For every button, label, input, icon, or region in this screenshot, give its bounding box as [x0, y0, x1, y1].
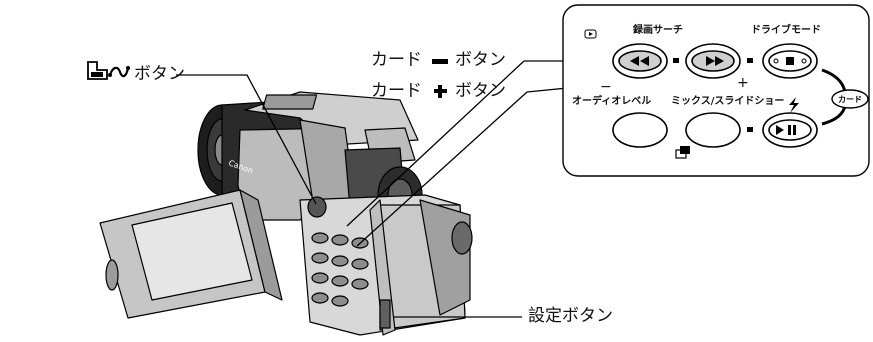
card-badge [831, 89, 869, 109]
leader-card-minus-pointer [346, 60, 525, 227]
camcorder: Canon [99, 91, 473, 336]
plus-sign: + [737, 75, 749, 91]
audio-level-button[interactable] [612, 112, 668, 148]
card-minus-prefix: カード [371, 50, 422, 70]
play-pause-icon [776, 125, 796, 135]
card-minus-suffix: ボタン [455, 50, 506, 70]
mix-slideshow-button[interactable] [685, 112, 741, 148]
card-plus-suffix: ボタン [455, 81, 506, 101]
drive-mode-label: ドライブモード [751, 25, 821, 36]
lcd-screen [131, 202, 253, 301]
rewind-icon [630, 56, 649, 66]
print-share-icon [87, 61, 130, 80]
leader-card-plus-pointer [356, 91, 528, 247]
audio-level-label: オーディオレベル [572, 96, 652, 107]
fast-forward-icon [706, 56, 724, 66]
print-share-dial [307, 196, 327, 218]
leader-lines [176, 60, 709, 318]
leader-print-share [176, 74, 317, 205]
mix-icon [675, 146, 690, 159]
card-badge-label: カード [838, 95, 862, 104]
card-plus-prefix: カード [371, 81, 422, 101]
mix-slideshow-label: ミックス/スライドショー [671, 96, 785, 107]
settings-button-label: 設定ボタン [528, 306, 613, 326]
control-panel: カード [562, 4, 870, 177]
flash-icon [789, 97, 799, 113]
record-search-label: 録画サーチ [633, 25, 683, 36]
minus-glyph [432, 59, 448, 64]
plus-glyph-v [438, 85, 442, 98]
print-share-button-label: ボタン [134, 64, 185, 84]
stop-icon [786, 57, 794, 65]
minus-sign: − [600, 79, 612, 95]
